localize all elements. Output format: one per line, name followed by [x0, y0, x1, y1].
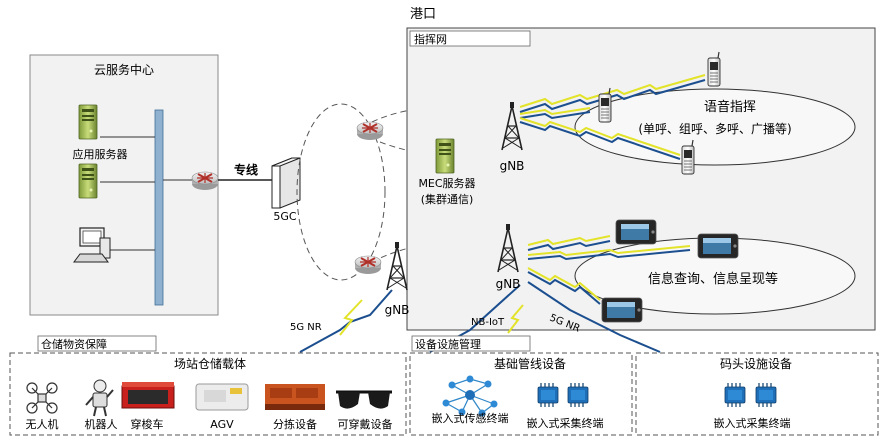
drone-label: 无人机 — [26, 417, 59, 431]
agv-icon — [195, 383, 249, 411]
port-title: 港口 — [410, 7, 436, 22]
wearable-label: 可穿戴设备 — [338, 417, 393, 431]
agv-label: AGV — [210, 418, 234, 431]
app-server-icon — [78, 104, 98, 140]
server-icon — [78, 163, 98, 199]
core-5gc-icon — [271, 157, 301, 209]
shuttle-car-icon — [121, 382, 175, 409]
warehouse-section-label: 仓储物资保障 — [41, 337, 107, 351]
robot-icon — [85, 379, 114, 417]
facility-section-tab — [411, 335, 531, 352]
collector-terminal-label: 嵌入式采集终端 — [527, 416, 604, 430]
mec-label-line1: MEC服务器 — [418, 177, 475, 190]
warehouse-section-tab — [37, 335, 157, 352]
tablet-icon-1 — [615, 219, 657, 245]
mec-label-line2: (集群通信) — [421, 192, 474, 206]
tablet-icon-3 — [601, 297, 643, 323]
dock-collector-label: 嵌入式采集终端 — [714, 416, 791, 430]
pipeline-title: 基础管线设备 — [494, 356, 566, 371]
tablet-icon-2 — [697, 233, 739, 259]
radio-links — [299, 74, 706, 353]
cloud-center-title: 云服务中心 — [94, 62, 154, 77]
cloud-center-box — [29, 54, 219, 316]
dock-chip-icon-1 — [724, 382, 746, 408]
gnb-mid-label: gNB — [496, 277, 521, 291]
cloud-router-icon — [191, 171, 219, 191]
voice-command-ellipse — [574, 88, 856, 166]
collector-chip-icon-1 — [537, 382, 559, 408]
ring-router-bottom-icon — [354, 255, 382, 275]
warehouse-group-title: 场站仓储载体 — [174, 356, 246, 371]
command-net-tab — [409, 30, 531, 47]
dock-title: 码头设施设备 — [720, 357, 792, 371]
app-server-label: 应用服务器 — [73, 147, 128, 161]
sensor-network-icon — [442, 375, 498, 417]
computer-icon — [73, 227, 111, 263]
mec-server-icon — [435, 138, 455, 174]
gnb-left-label: gNB — [385, 303, 410, 317]
drone-icon — [26, 382, 58, 414]
collector-chip-icon-2 — [567, 382, 589, 408]
sorting-equipment-label: 分拣设备 — [273, 417, 317, 431]
gnb-top-label: gNB — [500, 159, 525, 173]
command-net-label: 指挥网 — [414, 32, 447, 46]
shuttle-car-label: 穿梭车 — [131, 417, 164, 431]
wearable-glasses-icon — [336, 390, 392, 409]
voice-command-line2: (单呼、组呼、多呼、广播等) — [638, 122, 791, 136]
ring-router-top-icon — [356, 121, 384, 141]
fiveg-nr-left-label: 5G NR — [290, 322, 322, 333]
dock-chip-icon-2 — [755, 382, 777, 408]
core-5gc-label: 5GC — [273, 210, 297, 223]
nbiot-label: NB-IoT — [471, 317, 505, 328]
facility-section-label: 设备设施管理 — [415, 337, 481, 351]
sorting-equipment-icon — [265, 384, 325, 410]
robot-label: 机器人 — [85, 417, 118, 431]
lan-bus — [154, 109, 164, 306]
sensor-terminal-label: 嵌入式传感终端 — [432, 411, 509, 425]
voice-command-line1: 语音指挥 — [704, 99, 756, 115]
dedicated-line-label: 专线 — [234, 162, 258, 177]
info-query-label: 信息查询、信息呈现等 — [648, 271, 778, 287]
pipeline-box — [409, 352, 633, 436]
